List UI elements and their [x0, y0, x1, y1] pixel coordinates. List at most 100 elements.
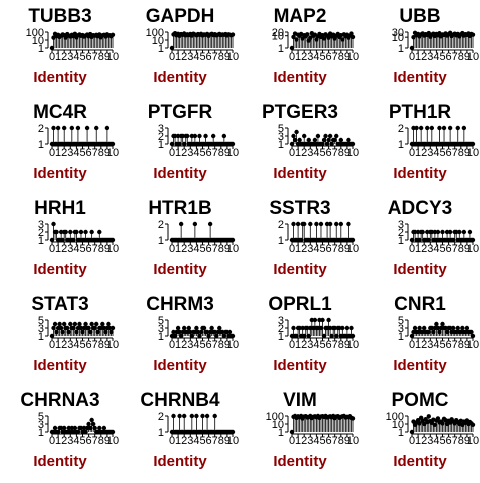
data-point	[444, 329, 450, 335]
data-point	[195, 329, 201, 335]
x-tick-label: 6	[86, 435, 92, 447]
data-point	[189, 413, 195, 419]
x-tick-label: 5	[79, 243, 85, 255]
data-point	[75, 125, 81, 131]
data-point	[212, 329, 217, 335]
x-tick-label: 4	[433, 243, 439, 255]
y-tick-label: 1	[158, 427, 164, 439]
data-point	[326, 237, 331, 243]
data-point	[302, 333, 307, 339]
y-tick-label: 1	[278, 235, 284, 247]
x-tick-label: 2	[301, 51, 307, 63]
x-tick-label: 1	[55, 339, 61, 351]
data-point	[297, 325, 302, 331]
data-point	[346, 137, 351, 143]
x-tick-label: 9	[224, 243, 230, 255]
data-point	[302, 133, 307, 139]
panel-title: CHRNB4	[140, 390, 220, 411]
data-point	[291, 133, 296, 139]
data-point	[75, 429, 81, 435]
data-point	[74, 141, 79, 147]
data-point	[80, 429, 85, 435]
data-point	[438, 325, 444, 331]
data-point	[51, 429, 56, 435]
x-tick-label: 0	[289, 339, 295, 351]
x-tick-label: 4	[193, 435, 199, 447]
data-point	[80, 329, 85, 335]
data-point	[198, 329, 204, 335]
data-point	[447, 325, 453, 331]
y-tick-label: 1	[38, 331, 44, 343]
data-point	[230, 429, 236, 435]
x-tick-label: 2	[181, 243, 187, 255]
data-point	[189, 133, 195, 139]
data-point	[83, 429, 88, 435]
x-tick-label: 7	[452, 243, 458, 255]
data-point	[435, 229, 441, 235]
x-tick-label: 3	[427, 147, 433, 159]
data-point	[71, 429, 76, 435]
data-point	[305, 325, 310, 331]
data-point	[188, 141, 193, 147]
data-point	[182, 325, 187, 331]
data-point	[332, 137, 337, 143]
data-point	[83, 321, 88, 327]
data-point	[110, 325, 116, 331]
x-tick-label: 2	[301, 243, 307, 255]
data-point	[69, 425, 75, 431]
data-point	[429, 125, 435, 131]
x-tick-label: 5	[439, 51, 445, 63]
data-point	[446, 141, 451, 147]
x-tick-label: 1	[175, 51, 181, 63]
data-point	[458, 329, 463, 335]
data-point	[337, 237, 342, 243]
x-tick-label: 5	[199, 243, 205, 255]
x-tick-label: 1	[55, 243, 61, 255]
x-tick-label: 9	[104, 435, 110, 447]
data-point	[297, 137, 302, 143]
data-point	[188, 429, 193, 435]
data-point	[429, 229, 435, 235]
data-point	[109, 329, 114, 335]
data-point	[192, 329, 198, 335]
data-point	[86, 421, 91, 427]
data-point	[434, 321, 439, 327]
data-point	[321, 333, 327, 339]
data-point	[412, 325, 418, 331]
data-point	[191, 237, 196, 243]
data-point	[58, 229, 64, 235]
x-tick-label: 2	[301, 147, 307, 159]
x-tick-label: 2	[181, 147, 187, 159]
y-tick-label: 3	[158, 123, 164, 135]
x-tick-label: 8	[218, 147, 224, 159]
x-tick-label: 10	[467, 243, 479, 255]
y-tick-label: 2	[278, 323, 284, 335]
data-point	[194, 413, 199, 419]
data-point	[344, 237, 350, 243]
data-point	[60, 329, 65, 335]
x-tick-label: 7	[332, 243, 338, 255]
x-tick-label: 5	[79, 339, 85, 351]
data-point	[210, 429, 216, 435]
data-point	[323, 133, 328, 139]
x-tick-label: 7	[92, 51, 98, 63]
x-tick-label: 0	[169, 243, 175, 255]
x-tick-label: 0	[409, 243, 415, 255]
data-point	[182, 413, 187, 419]
data-point	[338, 333, 343, 339]
data-point	[426, 414, 431, 419]
x-tick-label: 7	[212, 243, 218, 255]
x-tick-label: 9	[464, 147, 470, 159]
y-tick-label: 1	[38, 43, 44, 55]
data-point	[194, 325, 199, 331]
data-point	[470, 422, 476, 427]
data-point	[214, 333, 219, 339]
x-tick-label: 10	[107, 147, 119, 159]
data-point	[110, 141, 116, 147]
data-point	[197, 133, 202, 139]
x-tick-label: 0	[49, 243, 55, 255]
